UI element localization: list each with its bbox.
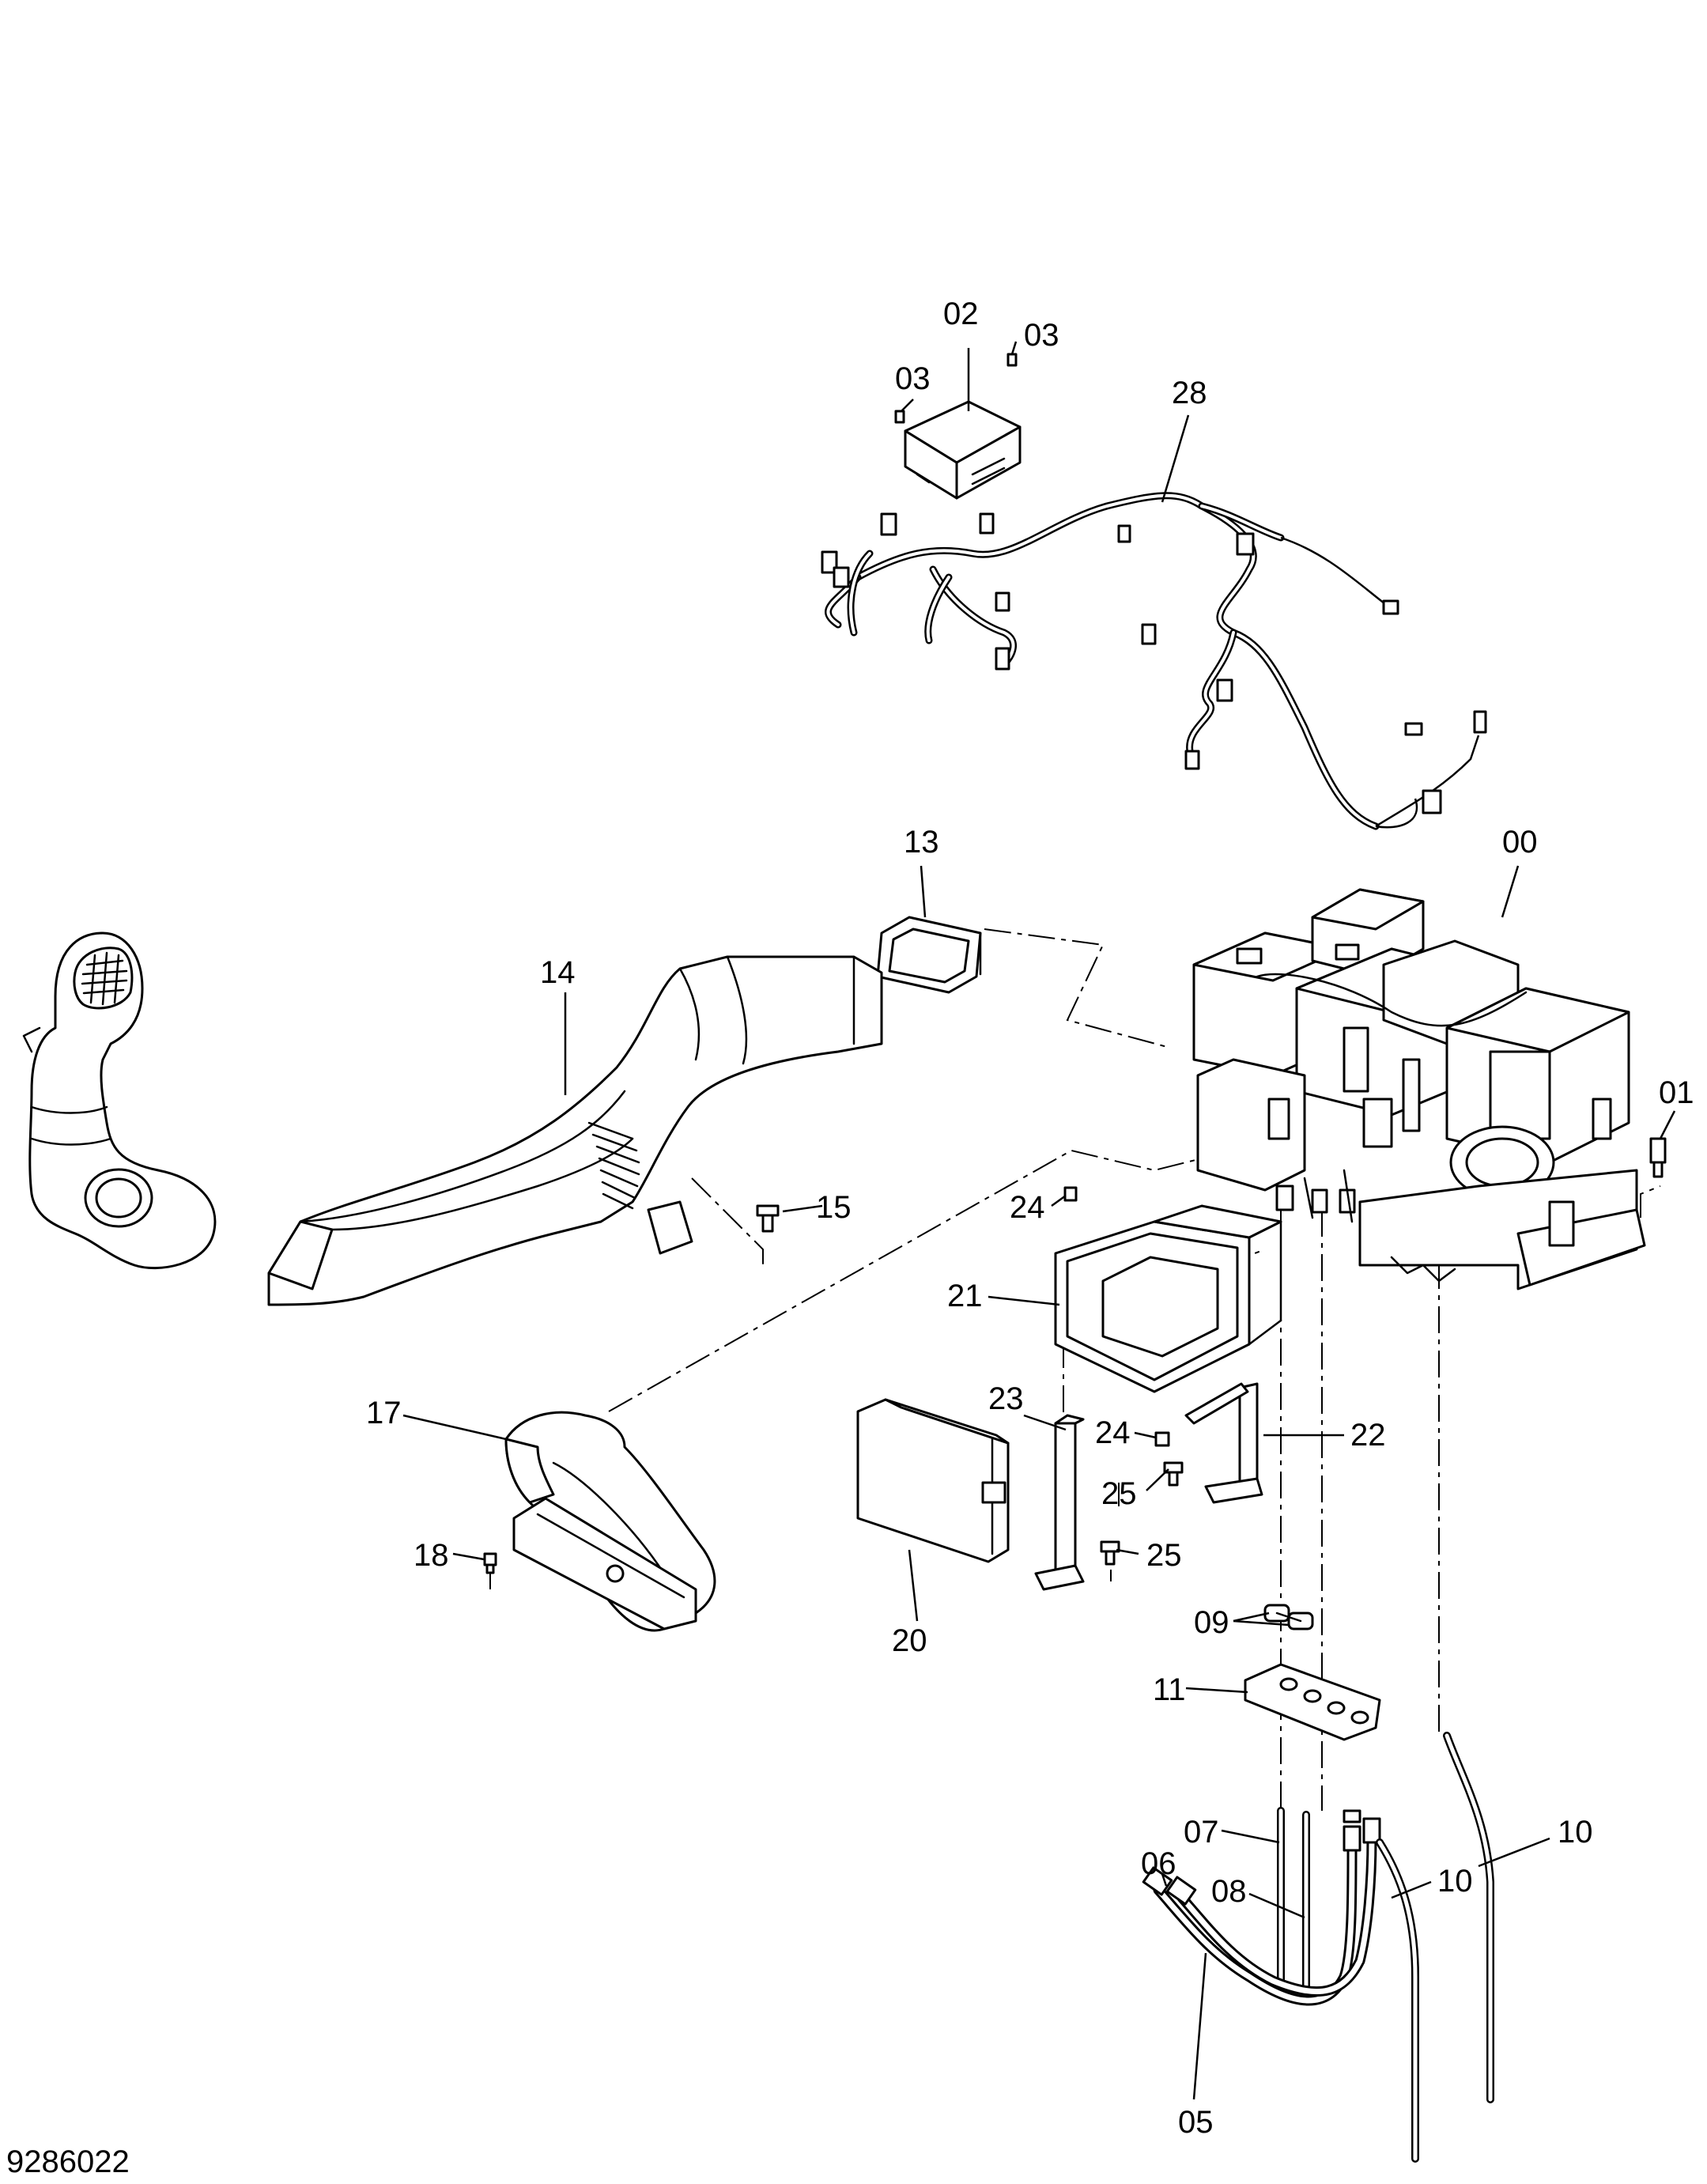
filter-housing (1054, 1204, 1282, 1393)
callout-00: 00 (1502, 825, 1538, 860)
screw-18 (483, 1552, 497, 1574)
callout-10-middle: 10 (1437, 1864, 1473, 1899)
callout-06: 06 (1141, 1846, 1176, 1881)
callout-07: 07 (1184, 1815, 1219, 1850)
callout-22: 22 (1350, 1418, 1386, 1453)
callout-23: 23 (988, 1381, 1024, 1416)
callout-13: 13 (904, 825, 939, 860)
leader-lines (402, 341, 1676, 2100)
filter-cover (856, 1398, 1010, 1563)
support-bracket-23 (1034, 1414, 1085, 1591)
screw-15 (756, 1204, 780, 1233)
heater-hoses (1142, 1732, 1494, 2163)
screw-03-left (894, 410, 905, 424)
screw-03-right (1006, 353, 1018, 367)
hose-clips (1263, 1604, 1314, 1630)
callout-08: 08 (1211, 1874, 1247, 1909)
callout-20: 20 (892, 1623, 927, 1658)
controller-unit (904, 400, 1022, 500)
callout-02: 02 (943, 297, 979, 331)
callout-18: 18 (414, 1538, 449, 1573)
screw-25-upper (1163, 1461, 1184, 1487)
wire-harness (821, 492, 1487, 830)
screw-25-lower (1100, 1540, 1120, 1566)
callout-25-upper: 25 (1101, 1476, 1137, 1511)
support-bracket-22 (1184, 1382, 1263, 1504)
callout-14: 14 (540, 955, 576, 990)
callout-17: 17 (366, 1396, 402, 1430)
callout-24-upper: 24 (1010, 1190, 1045, 1225)
air-intake-snorkel (22, 931, 217, 1270)
callout-09: 09 (1194, 1605, 1229, 1640)
callout-03-left: 03 (895, 361, 931, 396)
callout-15: 15 (816, 1190, 852, 1225)
duct-ribs (587, 1121, 640, 1210)
air-conditioner-unit (1192, 888, 1646, 1290)
callout-25-lower: 25 (1146, 1538, 1182, 1573)
callout-21: 21 (947, 1279, 983, 1313)
lower-duct (504, 1411, 716, 1632)
screw-24-upper (1063, 1186, 1078, 1202)
screw-01 (1649, 1137, 1667, 1178)
callout-01: 01 (1659, 1075, 1694, 1110)
callout-labels: 02 03 03 28 13 00 14 01 15 24 21 23 17 2… (366, 297, 1694, 2140)
grommet-plate (1244, 1663, 1381, 1741)
callout-03-right: 03 (1024, 318, 1059, 353)
callout-05: 05 (1178, 2105, 1214, 2140)
callout-10-right: 10 (1558, 1815, 1593, 1850)
callout-11: 11 (1153, 1672, 1186, 1707)
callout-24-lower: 24 (1095, 1415, 1131, 1450)
intake-grille (81, 951, 128, 1006)
drawing-reference-number: 9286022 (6, 2144, 130, 2179)
screw-24-lower (1154, 1431, 1170, 1447)
main-duct (267, 955, 883, 1306)
callout-28: 28 (1172, 376, 1207, 410)
duct-seal (876, 916, 982, 994)
